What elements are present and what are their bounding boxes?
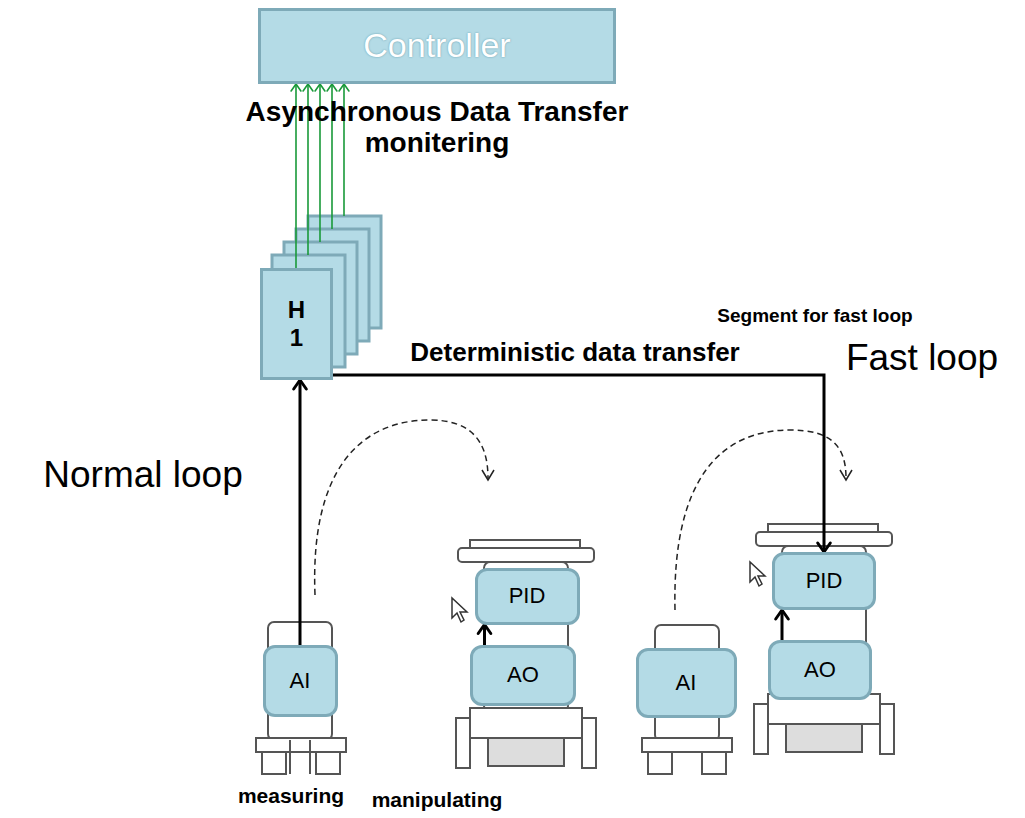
connector <box>333 375 830 552</box>
dashed-loop-head <box>482 470 494 480</box>
dashed-loop-head <box>840 470 852 480</box>
connector-line <box>299 380 302 645</box>
diagram-label: Deterministic data transfer <box>410 338 739 367</box>
node-text: AI <box>290 668 311 693</box>
diagram-label: measuring <box>238 784 344 807</box>
node-text: AO <box>804 657 836 682</box>
function-block: AO <box>470 645 576 706</box>
function-block: AI <box>263 645 338 717</box>
function-block: PID <box>772 552 876 610</box>
controller-box: Controller <box>258 8 616 84</box>
h1-card: H 1 <box>260 268 333 380</box>
dashed-loop <box>675 430 846 610</box>
diagram-label: manipulating <box>372 788 503 811</box>
connector <box>294 380 307 645</box>
diagram-label: Segment for fast loop <box>717 306 912 327</box>
valve-left <box>456 540 596 768</box>
diagram-label: Fast loop <box>846 338 998 379</box>
arrowhead <box>776 610 789 619</box>
function-block: AI <box>636 648 737 718</box>
node-text: AO <box>507 662 539 687</box>
cursor-icon <box>452 598 467 622</box>
connector <box>478 625 491 646</box>
node-text: PID <box>806 568 843 593</box>
arrowhead <box>818 543 831 552</box>
dashed-loop <box>315 420 488 595</box>
function-block: PID <box>475 568 580 625</box>
arrowhead <box>478 625 491 634</box>
diagram-label: Asynchronous Data Transfer <box>246 97 629 128</box>
cursor-icon <box>750 562 765 586</box>
node-text: H 1 <box>287 296 306 351</box>
function-block: AO <box>768 640 872 700</box>
valve-right <box>754 524 894 754</box>
node-text: Controller <box>363 26 510 65</box>
transmitter-left <box>256 622 346 774</box>
connector-line <box>333 375 824 552</box>
arrowhead <box>294 380 307 389</box>
diagram-label: monitering <box>365 128 510 159</box>
node-text: AI <box>676 670 697 695</box>
node-text: PID <box>509 583 546 608</box>
arrowhead <box>291 84 349 91</box>
diagram-label: Normal loop <box>43 455 242 496</box>
